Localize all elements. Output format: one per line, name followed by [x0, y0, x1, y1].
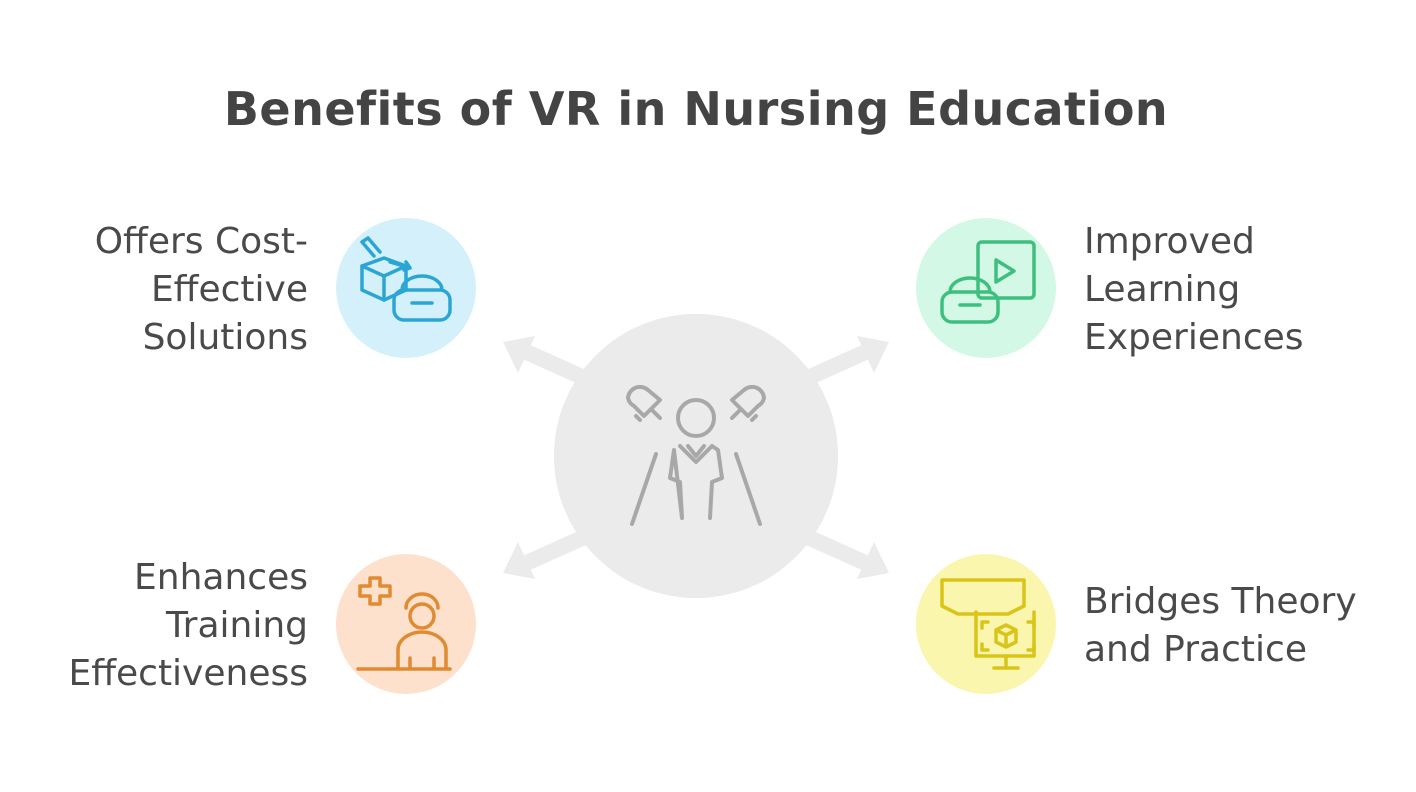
benefit-label-learning: Improved Learning Experiences: [1084, 221, 1304, 358]
center-hub: [554, 314, 838, 598]
benefit-node-learning: [916, 218, 1056, 358]
vr-box-icon: [360, 236, 452, 322]
vr-video-icon: [940, 240, 1036, 324]
benefit-label-theory: Bridges Theory and Practice: [1084, 581, 1357, 670]
benefit-label-training: Enhances Training Effectiveness: [68, 557, 308, 694]
vr-screen-icon: [940, 578, 1036, 670]
benefit-circle-theory: [916, 554, 1056, 694]
diagram-title: Benefits of VR in Nursing Education: [223, 82, 1169, 136]
benefit-label-cost: Offers Cost- Effective Solutions: [94, 221, 308, 358]
benefit-node-cost: [336, 218, 476, 358]
benefit-node-theory: [916, 554, 1056, 694]
benefit-node-training: [336, 554, 476, 694]
benefit-circle-training: [336, 554, 476, 694]
nurse-spotlight-icon: [626, 384, 766, 526]
nurse-plus-icon: [356, 576, 452, 671]
